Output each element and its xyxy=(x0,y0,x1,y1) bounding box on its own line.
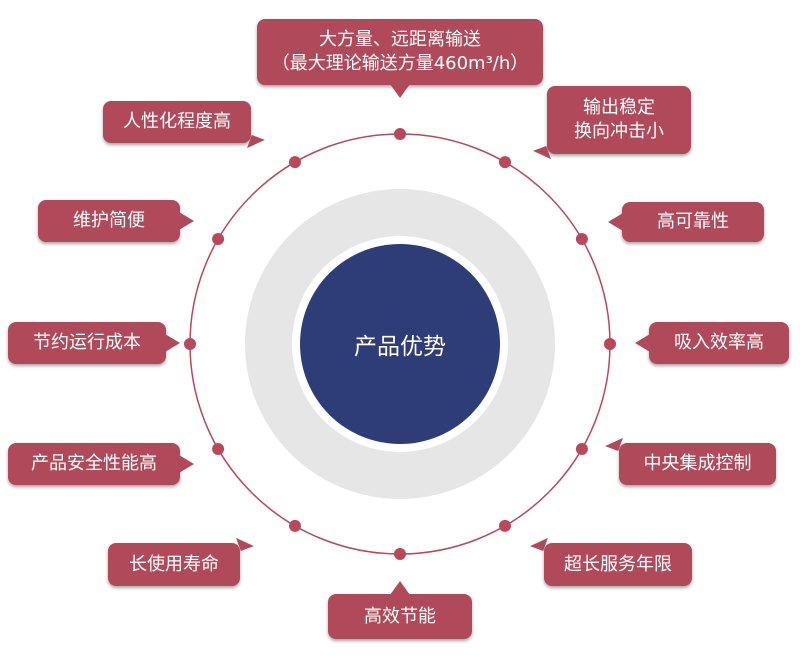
callout-stable-output: 输出稳定 换向冲击小 xyxy=(547,86,691,154)
callout-cost-saving: 节约运行成本 xyxy=(8,322,180,364)
callout-line: 高可靠性 xyxy=(657,211,729,232)
callout-service-life: 超长服务年限 xyxy=(544,543,692,586)
callout-high-reliability: 高可靠性 xyxy=(608,202,764,242)
callout-safety: 产品安全性能高 xyxy=(8,443,194,485)
callout-suction-efficiency: 吸入效率高 xyxy=(635,322,789,364)
center-label: 产品优势 xyxy=(354,334,446,360)
callout-line: （最大理论输送方量460m³/h） xyxy=(271,53,529,74)
ring-dot xyxy=(575,233,588,245)
callout-line: 高效节能 xyxy=(364,605,436,627)
ring-dot xyxy=(184,338,196,350)
ring-dot xyxy=(499,519,511,532)
callout-line: 节约运行成本 xyxy=(33,332,141,353)
callout-line: 维护简便 xyxy=(73,210,145,231)
ring-dot xyxy=(212,233,225,245)
callout-long-lifespan: 长使用寿命 xyxy=(108,543,240,586)
ring-dot xyxy=(575,443,588,455)
callout-large-volume: 大方量、远距离输送 （最大理论输送方量460m³/h） xyxy=(257,19,543,98)
callout-line: 产品安全性能高 xyxy=(31,453,157,474)
callout-easy-maintenance: 维护简便 xyxy=(38,200,194,242)
callout-central-control: 中央集成控制 xyxy=(619,443,776,485)
ring-dot xyxy=(394,128,406,140)
callout-line: 人性化程度高 xyxy=(123,111,231,132)
callout-line: 输出稳定 xyxy=(583,97,655,118)
callout-line: 大方量、远距离输送 xyxy=(319,29,481,50)
callout-line: 吸入效率高 xyxy=(674,332,764,353)
ring-dot xyxy=(212,443,225,455)
callout-line: 中央集成控制 xyxy=(643,453,752,474)
ring-dot xyxy=(289,519,301,532)
callout-line: 超长服务年限 xyxy=(564,553,672,575)
callout-line: 换向冲击小 xyxy=(574,121,664,142)
callout-user-friendly: 人性化程度高 xyxy=(103,101,251,143)
ring-dot xyxy=(394,548,406,560)
callout-energy-saving: 高效节能 xyxy=(328,581,472,639)
ring-dot xyxy=(289,156,301,169)
center-circle xyxy=(300,244,500,444)
ring-dot xyxy=(604,338,616,350)
callout-line: 长使用寿命 xyxy=(129,553,219,575)
ring-dots xyxy=(184,128,616,560)
ring-dot xyxy=(499,156,511,169)
